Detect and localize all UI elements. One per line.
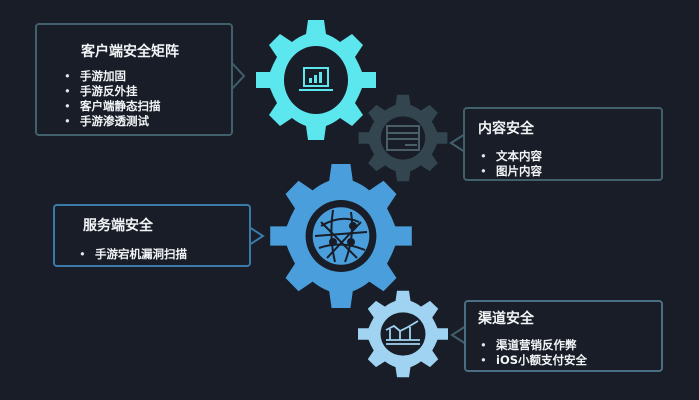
content-security-list: 文本内容 图片内容 [480,149,542,179]
channel-gear [358,290,448,378]
list-item: 手游渗透测试 [64,114,161,129]
server-pointer [248,226,265,246]
list-item: iOS小额支付安全 [480,353,587,368]
client-security-box: 客户端安全矩阵 手游加固 手游反外挂 客户端静态扫描 手游渗透测试 [35,23,233,136]
server-gear [270,164,412,308]
list-item: 客户端静态扫描 [64,99,161,114]
client-pointer [230,61,246,91]
list-item: 手游反外挂 [64,84,161,99]
content-security-box: 内容安全 文本内容 图片内容 [463,107,663,181]
list-item: 图片内容 [480,164,542,179]
server-security-list: 手游宕机漏洞扫描 [79,247,187,262]
document-window-icon [386,125,420,151]
list-item: 手游宕机漏洞扫描 [79,247,187,262]
content-pointer [449,133,466,153]
client-security-title: 客户端安全矩阵 [81,44,179,60]
globe-network-icon [314,209,368,263]
client-security-list: 手游加固 手游反外挂 客户端静态扫描 手游渗透测试 [64,69,161,129]
content-security-title: 内容安全 [478,121,534,137]
channel-security-box: 渠道安全 渠道营销反作弊 iOS小额支付安全 [464,300,663,372]
channel-pointer [450,325,467,345]
laptop-chart-icon [299,67,333,91]
server-security-title: 服务端安全 [83,218,153,234]
list-item: 文本内容 [480,149,542,164]
trend-chart-icon [385,320,420,345]
channel-security-title: 渠道安全 [478,311,534,327]
server-security-box: 服务端安全 手游宕机漏洞扫描 [53,204,251,267]
channel-security-list: 渠道营销反作弊 iOS小额支付安全 [480,338,587,368]
list-item: 渠道营销反作弊 [480,338,587,353]
list-item: 手游加固 [64,69,161,84]
